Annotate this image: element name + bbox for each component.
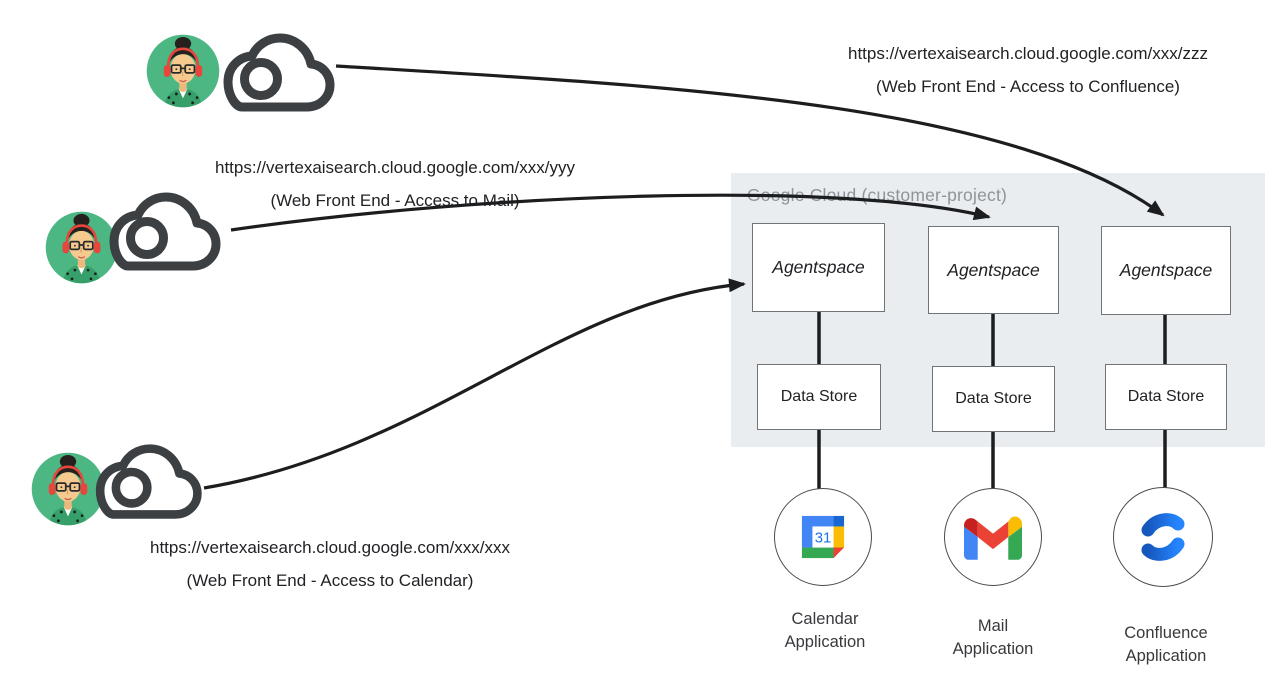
app-label-line1: Mail bbox=[977, 617, 1009, 635]
google-cloud-project-title: Google Cloud (customer-project) bbox=[747, 185, 1008, 205]
calendar-day-number: 31 bbox=[815, 531, 832, 547]
google-calendar-icon: 31 bbox=[801, 515, 845, 559]
app-label-line1: Confluence bbox=[1124, 624, 1208, 642]
app-label-line1: Calendar bbox=[791, 610, 859, 628]
confluence-icon bbox=[1141, 513, 1185, 561]
datastore-label: Data Store bbox=[955, 390, 1032, 407]
app-label-line2: Application bbox=[952, 640, 1034, 658]
agentspace-node-mail: Agentspace bbox=[928, 226, 1059, 314]
agentspace-label: Agentspace bbox=[772, 257, 865, 277]
cloud-icon bbox=[208, 27, 340, 119]
datastore-label: Data Store bbox=[780, 388, 858, 405]
app-label-line2: Application bbox=[1125, 647, 1207, 665]
endpoint-calendar: https://vertexaisearch.cloud.google.com/… bbox=[80, 531, 580, 597]
datastore-node-calendar: Data Store bbox=[757, 364, 881, 430]
mail-app-circle bbox=[944, 488, 1042, 586]
calendar-app-label: Calendar Application bbox=[740, 608, 910, 654]
calendar-app-circle: 31 bbox=[774, 488, 872, 586]
agentspace-label: Agentspace bbox=[947, 259, 1040, 280]
confluence-app-circle bbox=[1113, 487, 1213, 587]
agentspace-node-confluence: Agentspace bbox=[1101, 226, 1231, 315]
endpoint-confluence: https://vertexaisearch.cloud.google.com/… bbox=[778, 37, 1278, 103]
datastore-node-confluence: Data Store bbox=[1105, 364, 1227, 430]
agentspace-label: Agentspace bbox=[1119, 260, 1213, 280]
endpoint-url: https://vertexaisearch.cloud.google.com/… bbox=[150, 538, 510, 557]
app-label-line2: Application bbox=[784, 633, 866, 651]
confluence-app-label: Confluence Application bbox=[1081, 622, 1251, 668]
cloud-icon bbox=[95, 186, 225, 278]
endpoint-caption: (Web Front End - Access to Calendar) bbox=[186, 571, 474, 590]
cloud-icon bbox=[82, 436, 206, 528]
endpoint-caption: (Web Front End - Access to Confluence) bbox=[876, 77, 1180, 96]
datastore-node-mail: Data Store bbox=[932, 366, 1055, 432]
agentspace-node-calendar: Agentspace bbox=[752, 223, 885, 312]
arrow-calendar-user-to-agentspace bbox=[203, 278, 746, 490]
endpoint-url: https://vertexaisearch.cloud.google.com/… bbox=[848, 44, 1208, 63]
gmail-icon bbox=[964, 516, 1022, 560]
mail-app-label: Mail Application bbox=[908, 615, 1078, 661]
datastore-label: Data Store bbox=[1127, 388, 1205, 405]
endpoint-url: https://vertexaisearch.cloud.google.com/… bbox=[215, 158, 575, 177]
